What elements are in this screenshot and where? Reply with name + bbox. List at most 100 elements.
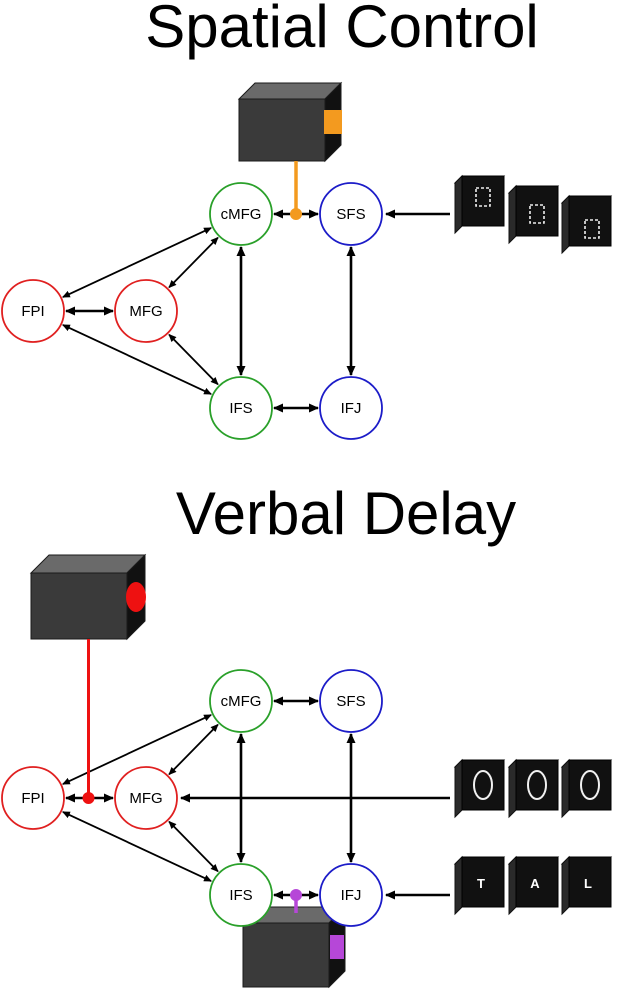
spatial-modulator: [237, 81, 343, 163]
node-label: cMFG: [221, 206, 262, 223]
node-circle: [319, 376, 383, 440]
stimulus-screen: T: [453, 855, 506, 916]
node-circle: [209, 182, 273, 246]
node-circle: [209, 863, 273, 927]
node-sfs: SFS: [319, 182, 383, 246]
screen-edge: [508, 855, 517, 916]
box-top: [237, 82, 343, 100]
panel-spatial-control: Spatial Control FPI MFG cMFG IFS SFS IFJ: [1, 0, 613, 440]
stimulus-screen: [507, 184, 560, 245]
node-circle: [114, 766, 178, 830]
box-side: [238, 98, 326, 162]
node-cmfg: cMFG: [209, 669, 273, 733]
node-mfg: MFG: [114, 279, 178, 343]
stimulus-screen: [453, 758, 506, 819]
screen-edge: [561, 855, 570, 916]
stimulus-letter: A: [530, 876, 540, 891]
node-label: FPI: [21, 303, 44, 320]
screen-edge: [508, 184, 517, 245]
nodes-group: FPI MFG cMFG IFS SFS IFJ: [1, 669, 383, 927]
node-ifs: IFS: [209, 863, 273, 927]
stimulus-circle: [580, 770, 600, 800]
node-circle: [1, 279, 65, 343]
screen-face: [515, 759, 559, 811]
node-fpi: FPI: [1, 279, 65, 343]
screen-face: [515, 856, 559, 908]
stimulus-circle: [527, 770, 547, 800]
panel-title: Spatial Control: [145, 0, 539, 60]
dotted-square: [475, 187, 491, 207]
box-side: [242, 922, 330, 988]
modulator-square: [324, 110, 342, 134]
modulators-and-stimuli: [237, 81, 613, 255]
edge-mfg-cmfg: [168, 723, 219, 776]
screen-face: [461, 759, 505, 811]
screen-edge: [454, 758, 463, 819]
dotted-square: [529, 204, 545, 224]
screen-edge: [454, 855, 463, 916]
modulator-ellipse: [126, 582, 146, 612]
node-label: IFS: [229, 400, 252, 417]
box-top: [29, 554, 147, 574]
modulator-junction: [290, 889, 302, 901]
edge-mfg-cmfg: [168, 236, 219, 289]
stimulus-screen: [507, 758, 560, 819]
node-label: IFJ: [341, 887, 362, 904]
node-label: SFS: [336, 693, 365, 710]
screen-face: [461, 856, 505, 908]
screen-face: [568, 759, 612, 811]
node-circle: [319, 669, 383, 733]
modulator-rect: [330, 935, 344, 959]
node-label: IFS: [229, 887, 252, 904]
node-circle: [319, 863, 383, 927]
node-label: FPI: [21, 790, 44, 807]
node-cmfg: cMFG: [209, 182, 273, 246]
box-side: [30, 572, 128, 640]
node-label: cMFG: [221, 693, 262, 710]
node-ifj: IFJ: [319, 863, 383, 927]
screen-edge: [454, 174, 463, 235]
spatial-squares-stimulus: [453, 174, 613, 255]
node-ifs: IFS: [209, 376, 273, 440]
node-fpi: FPI: [1, 766, 65, 830]
edge-mfg-ifs: [168, 820, 219, 873]
stimulus-screen: [560, 194, 613, 255]
edge-mfg-ifs: [168, 333, 219, 386]
screen-edge: [561, 194, 570, 255]
circles-stimulus: [453, 758, 613, 819]
node-ifj: IFJ: [319, 376, 383, 440]
edges-group: [62, 209, 356, 413]
screen-edge: [561, 758, 570, 819]
modulator-junction: [290, 208, 302, 220]
nodes-group: FPI MFG cMFG IFS SFS IFJ: [1, 182, 383, 440]
panel-title: Verbal Delay: [176, 480, 516, 547]
node-sfs: SFS: [319, 669, 383, 733]
node-label: SFS: [336, 206, 365, 223]
node-circle: [209, 376, 273, 440]
screen-face: [461, 175, 505, 227]
stimulus-screen: A: [507, 855, 560, 916]
node-circle: [1, 766, 65, 830]
modulator-junction: [82, 792, 95, 804]
frontopolar-modulator: [29, 553, 147, 641]
stimulus-screen: L: [560, 855, 613, 916]
stimulus-screen: [560, 758, 613, 819]
screen-edge: [508, 758, 517, 819]
node-mfg: MFG: [114, 766, 178, 830]
node-label: IFJ: [341, 400, 362, 417]
node-circle: [319, 182, 383, 246]
node-label: MFG: [129, 303, 162, 320]
screen-face: [515, 185, 559, 237]
node-label: MFG: [129, 790, 162, 807]
node-circle: [209, 669, 273, 733]
screen-face: [568, 856, 612, 908]
stimulus-screen: [453, 174, 506, 235]
panel-verbal-delay: Verbal Delay T A L FPI MFG cMFG IFS SFS IFJ: [1, 480, 613, 989]
stimulus-letter: T: [477, 876, 485, 891]
stimulus-letter: L: [584, 876, 592, 891]
node-circle: [114, 279, 178, 343]
dotted-square: [584, 219, 600, 239]
